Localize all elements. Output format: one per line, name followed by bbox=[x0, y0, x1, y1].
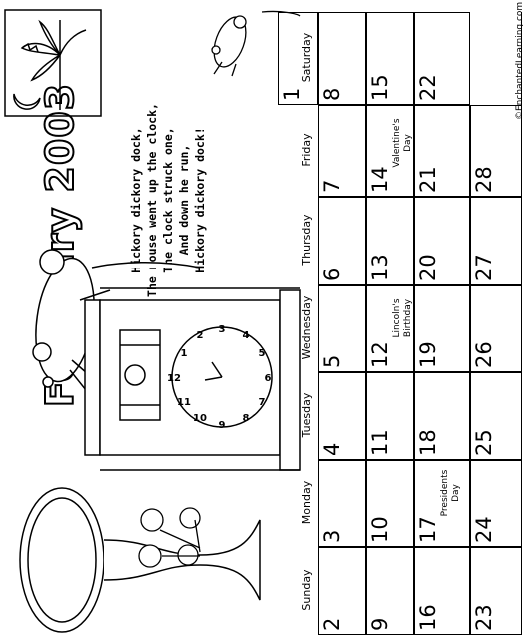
calendar-cell bbox=[414, 105, 470, 197]
calendar-cell bbox=[366, 105, 414, 197]
calendar-cell bbox=[366, 372, 414, 460]
clock-numeral: 12 bbox=[167, 373, 181, 384]
calendar-cell bbox=[414, 285, 470, 372]
calendar-cell bbox=[278, 460, 318, 547]
calendar-cell bbox=[366, 12, 414, 105]
clock-numeral: 6 bbox=[265, 373, 272, 384]
clock-numeral: 3 bbox=[219, 324, 226, 335]
calendar-cell bbox=[278, 372, 318, 460]
clock-numeral: 8 bbox=[243, 413, 250, 424]
calendar-cell bbox=[414, 372, 470, 460]
clock-numeral: 1 bbox=[181, 348, 188, 359]
flower-icon bbox=[138, 507, 201, 568]
cuckoo-clock-icon bbox=[84, 287, 301, 471]
calendar-cell bbox=[366, 197, 414, 285]
calendar-cell bbox=[414, 197, 470, 285]
clock-numeral: 5 bbox=[259, 348, 266, 359]
clock-numeral: 4 bbox=[243, 330, 250, 341]
clock-numeral: 2 bbox=[197, 330, 204, 341]
calendar-cell bbox=[278, 105, 318, 197]
clock-numeral: 9 bbox=[219, 420, 226, 431]
calendar-cell bbox=[414, 12, 470, 105]
clock-face: 12 1 2 3 4 5 6 7 8 9 10 11 bbox=[167, 324, 271, 431]
moon-icon bbox=[13, 93, 41, 110]
calendar-cell bbox=[278, 197, 318, 285]
calendar-cell bbox=[366, 460, 414, 547]
calendar-cell bbox=[278, 12, 318, 105]
calendar-cell bbox=[278, 285, 318, 372]
mouse-icon bbox=[211, 10, 301, 77]
calendar-frame bbox=[318, 12, 522, 635]
calendar-cell bbox=[366, 285, 414, 372]
clock-numeral: 11 bbox=[177, 397, 191, 408]
palm-tree-icon bbox=[4, 9, 102, 117]
day-number: 1 bbox=[280, 87, 304, 101]
calendar-cell bbox=[278, 547, 318, 635]
calendar-cell bbox=[414, 460, 470, 547]
clock-numeral: 7 bbox=[259, 397, 266, 408]
clock-numeral: 10 bbox=[193, 413, 207, 424]
